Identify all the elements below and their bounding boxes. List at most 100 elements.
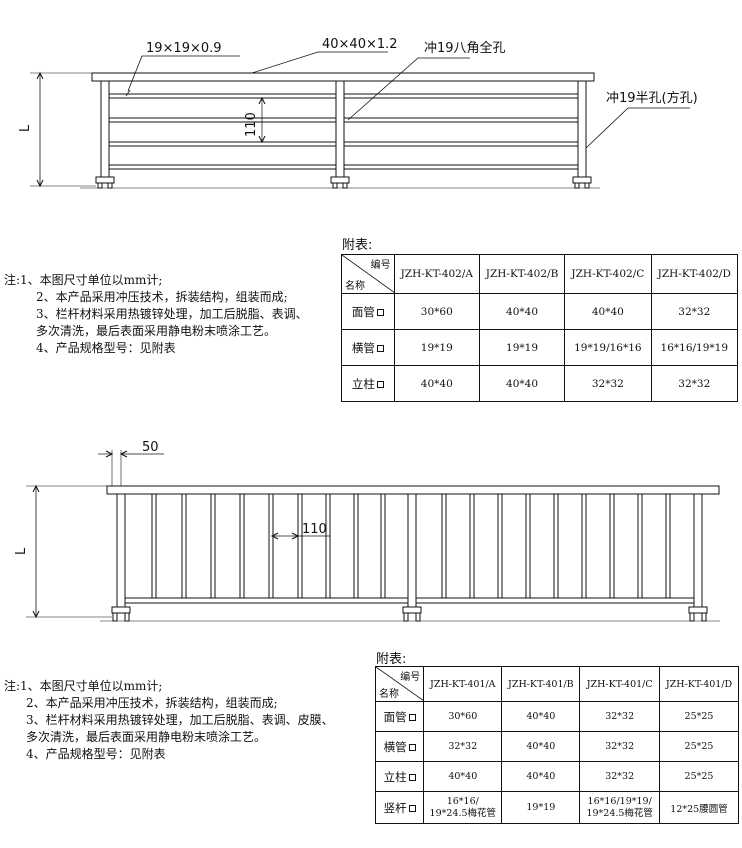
dim-L-bottom: L: [14, 547, 29, 555]
table-cell: 32*32: [579, 731, 661, 762]
column-header: JZH-KT-401/C: [579, 666, 661, 702]
post-middle: [335, 80, 345, 178]
leader-octagon: [347, 57, 470, 121]
table-row: 竖杆 16*16/ 19*24.5梅花管 19*19 16*16/19*19/ …: [374, 791, 739, 824]
row-name: 立柱: [374, 761, 425, 792]
square-tube-icon: [376, 309, 384, 316]
square-tube-icon: [376, 345, 384, 352]
leader-40: [251, 51, 388, 74]
bottom-rail-left: [124, 597, 409, 604]
bottom-post-left: [116, 493, 126, 608]
table-cell: 30*60: [393, 293, 480, 330]
leader-half-hole: [585, 107, 690, 149]
note-line: 3、栏杆材料采用热镀锌处理，加工后脱脂、表调、皮膜、: [26, 713, 334, 727]
bottom-rail-right: [415, 597, 695, 604]
vertical-balusters: [151, 493, 671, 599]
bottom-post-middle: [407, 493, 417, 608]
table-cell: 32*32: [564, 365, 652, 402]
post-right: [577, 80, 587, 178]
post-left: [100, 80, 110, 178]
column-header: JZH-KT-401/D: [659, 666, 739, 702]
note-line: 注:1、本图尺寸单位以mm计;: [4, 679, 163, 693]
dim-110-top: 110: [244, 112, 259, 137]
leader-19: [127, 55, 240, 92]
table-row: 面管 30*60 40*40 40*40 32*32: [341, 293, 739, 330]
column-header: JZH-KT-402/D: [650, 254, 739, 294]
square-tube-icon: [408, 744, 416, 751]
table-header-corner: 编号 名称: [374, 666, 425, 702]
table-cell: 19*19: [393, 329, 480, 366]
bottom-post-feet: [111, 606, 708, 622]
bottom-spec-table: 编号 名称 JZH-KT-401/A JZH-KT-401/B JZH-KT-4…: [374, 666, 739, 824]
row-name: 面管: [374, 701, 425, 732]
square-tube-icon: [408, 805, 416, 812]
table-cell: 40*40: [501, 761, 581, 792]
table-cell: 32*32: [650, 365, 739, 402]
column-header: JZH-KT-402/A: [393, 254, 480, 294]
bottom-table-title: 附表:: [376, 652, 407, 667]
dim-L-top: L: [18, 124, 33, 132]
table-cell: 40*40: [501, 731, 581, 762]
bottom-notes: 注:1、本图尺寸单位以mm计; 2、本产品采用冲压技术，拆装结构，组装而成; 3…: [4, 678, 334, 763]
column-header: JZH-KT-402/C: [564, 254, 652, 294]
bottom-top-handrail: [106, 485, 720, 495]
callout-19: 19×19×0.9: [146, 41, 222, 56]
table-cell: 32*32: [423, 731, 503, 762]
table-cell: 40*40: [501, 701, 581, 732]
note-line: 4、产品规格型号：见附表: [36, 341, 176, 355]
horizontal-bars: [108, 93, 579, 170]
top-notes: 注:1、本图尺寸单位以mm计; 2、本产品采用冲压技术，拆装结构，组装而成; 3…: [4, 272, 308, 357]
table-cell: 19*19/16*16: [564, 329, 652, 366]
table-cell: 12*25腰圆管: [659, 791, 739, 824]
top-table-title: 附表:: [342, 238, 373, 253]
table-cell: 40*40: [478, 293, 566, 330]
table-cell: 16*16/19*19: [650, 329, 739, 366]
table-cell: 40*40: [423, 761, 503, 792]
table-cell: 32*32: [579, 761, 661, 792]
bottom-post-right: [693, 493, 703, 608]
table-row: 面管 30*60 40*40 32*32 25*25: [374, 701, 739, 732]
table-cell: 40*40: [478, 365, 566, 402]
note-line: 多次清洗，最后表面采用静电粉末喷涂工艺。: [36, 324, 277, 338]
bottom-railing-elevation: [26, 450, 720, 622]
column-header: JZH-KT-402/B: [478, 254, 566, 294]
square-tube-icon: [408, 714, 416, 721]
callout-half-hole: 冲19半孔(方孔): [606, 90, 698, 106]
column-header: JZH-KT-401/A: [423, 666, 503, 702]
dim-110-bottom: 110: [302, 522, 327, 537]
table-header-corner: 编号 名称: [341, 254, 395, 294]
table-cell: 19*19: [478, 329, 566, 366]
table-cell: 25*25: [659, 701, 739, 732]
table-cell: 19*19: [501, 791, 581, 824]
note-line: 2、本产品采用冲压技术，拆装结构，组装而成;: [26, 696, 278, 710]
note-line: 4、产品规格型号：见附表: [26, 747, 166, 761]
column-header: JZH-KT-401/B: [501, 666, 581, 702]
note-line: 3、栏杆材料采用热镀锌处理，加工后脱脂、表调、: [36, 307, 308, 321]
post-feet: [95, 176, 592, 189]
row-name: 竖杆: [374, 791, 425, 824]
square-tube-icon: [376, 381, 384, 388]
table-cell: 40*40: [393, 365, 480, 402]
top-railing-elevation: [30, 51, 690, 189]
square-tube-icon: [408, 774, 416, 781]
table-cell: 32*32: [650, 293, 739, 330]
table-cell: 25*25: [659, 731, 739, 762]
table-cell: 30*60: [423, 701, 503, 732]
table-row: 立柱 40*40 40*40 32*32 32*32: [341, 365, 739, 402]
table-cell: 16*16/ 19*24.5梅花管: [423, 791, 503, 824]
table-cell: 32*32: [579, 701, 661, 732]
row-name: 面管: [341, 293, 395, 330]
row-name: 横管: [374, 731, 425, 762]
table-cell: 25*25: [659, 761, 739, 792]
row-name: 横管: [341, 329, 395, 366]
note-line: 多次清洗，最后表面采用静电粉末喷涂工艺。: [26, 730, 267, 744]
top-spec-table: 编号 名称 JZH-KT-402/A JZH-KT-402/B JZH-KT-4…: [341, 254, 739, 402]
table-row: 横管 19*19 19*19 19*19/16*16 16*16/19*19: [341, 329, 739, 366]
table-cell: 16*16/19*19/ 19*24.5梅花管: [579, 791, 661, 824]
row-name: 立柱: [341, 365, 395, 402]
dim-50: 50: [142, 440, 159, 455]
note-line: 注:1、本图尺寸单位以mm计;: [4, 273, 163, 287]
table-cell: 40*40: [564, 293, 652, 330]
callout-octagon: 冲19八角全孔: [424, 40, 506, 56]
